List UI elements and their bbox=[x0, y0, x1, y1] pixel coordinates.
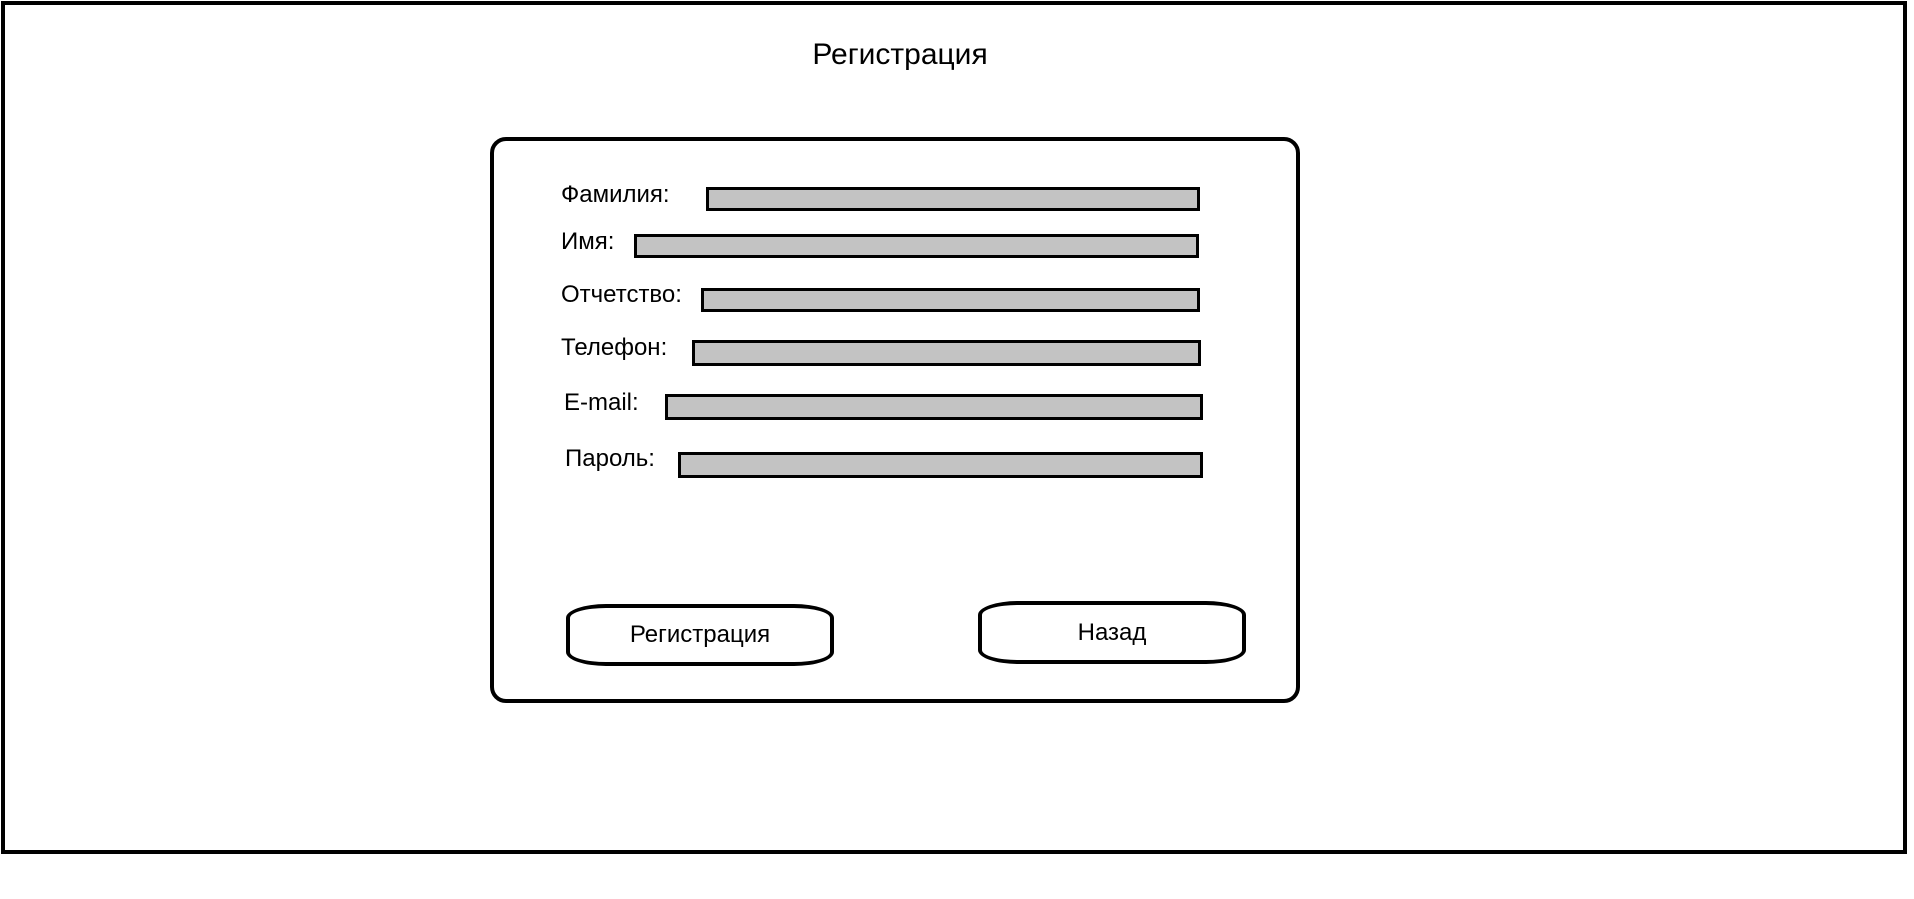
patronymic-label: Отчетство: bbox=[561, 281, 682, 308]
surname-field[interactable] bbox=[706, 187, 1200, 211]
back-button[interactable]: Назад bbox=[978, 601, 1246, 664]
back-button-label: Назад bbox=[1077, 618, 1147, 646]
phone-field[interactable] bbox=[692, 340, 1201, 366]
window-frame: Регистрация Фамилия: Имя: Отчетство: Тел… bbox=[1, 1, 1907, 854]
password-field[interactable] bbox=[678, 452, 1203, 478]
email-field[interactable] bbox=[665, 394, 1203, 420]
register-button[interactable]: Регистрация bbox=[566, 604, 834, 666]
phone-label: Телефон: bbox=[561, 334, 668, 361]
page-title: Регистрация bbox=[812, 38, 988, 71]
patronymic-field[interactable] bbox=[701, 288, 1200, 312]
password-label: Пароль: bbox=[565, 445, 655, 472]
surname-label: Фамилия: bbox=[561, 181, 670, 208]
name-label: Имя: bbox=[561, 228, 615, 255]
registration-form: Фамилия: Имя: Отчетство: Телефон: E-mail… bbox=[490, 137, 1300, 703]
name-field[interactable] bbox=[634, 234, 1199, 258]
register-button-label: Регистрация bbox=[629, 621, 771, 648]
email-label: E-mail: bbox=[564, 389, 639, 416]
